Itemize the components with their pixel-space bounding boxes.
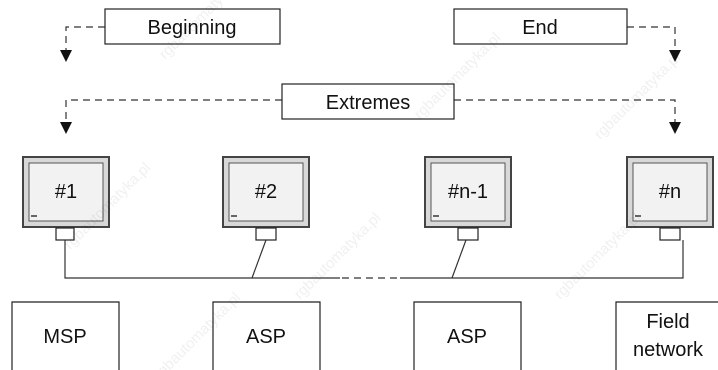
network-wire-left (64, 239, 267, 279)
terminal-n-minus-1: #n-1 (424, 156, 512, 241)
bottom-box-label: ASP (447, 326, 487, 348)
terminal-2: #2 (222, 156, 310, 241)
network-wire-n-minus-1 (451, 239, 467, 279)
terminal-1: #1 (22, 156, 110, 241)
terminal-led-icon (433, 215, 439, 217)
terminal-led-icon (231, 215, 237, 217)
beginning-label: Beginning (148, 17, 237, 39)
bottom-box-label: MSP (43, 326, 86, 348)
terminal-connector-icon (255, 227, 277, 241)
terminal-screen (28, 162, 104, 222)
bottom-box-label-line2: network (633, 339, 704, 361)
terminal-label: #2 (255, 181, 277, 203)
watermark-text: rgbautomatyka.pl (591, 49, 684, 142)
bottom-box-asp-2: ASP (413, 301, 522, 370)
terminal-screen (430, 162, 506, 222)
terminal-screen (632, 162, 708, 222)
extremes-dashed-line-left (65, 99, 282, 122)
extremes-box: Extremes (281, 83, 455, 120)
extremes-arrow-head-left (60, 122, 72, 134)
bottom-box-label: ASP (246, 326, 286, 348)
terminal-connector-icon (457, 227, 479, 241)
bottom-box-asp-1: ASP (212, 301, 321, 370)
terminal-n: #n (626, 156, 714, 241)
end-arrow-head (669, 50, 681, 62)
beginning-arrow-head (60, 50, 72, 62)
watermark-text: rgbautomatyka.pl (551, 209, 644, 302)
end-label: End (522, 17, 558, 39)
bottom-box-msp: MSP (11, 301, 120, 370)
bottom-box-label-line1: Field (646, 311, 689, 333)
terminal-screen (228, 162, 304, 222)
extremes-arrow-head-right (669, 122, 681, 134)
terminal-label: #n-1 (448, 181, 488, 203)
terminal-label: #1 (55, 181, 77, 203)
terminal-led-icon (31, 215, 37, 217)
terminal-connector-icon (659, 227, 681, 241)
watermark-layer: rgbautomatyka.pl rgbautomatyka.pl rgbaut… (61, 0, 684, 370)
end-dashed-line (627, 26, 676, 50)
bottom-box-field-network: Field network (615, 301, 718, 370)
terminal-label: #n (659, 181, 681, 203)
beginning-dashed-line (65, 26, 105, 50)
beginning-box: Beginning (104, 8, 281, 45)
end-box: End (453, 8, 628, 45)
extremes-dashed-line-right (454, 99, 676, 122)
extremes-label: Extremes (326, 92, 410, 114)
terminal-led-icon (635, 215, 641, 217)
network-wire-right (400, 240, 684, 279)
